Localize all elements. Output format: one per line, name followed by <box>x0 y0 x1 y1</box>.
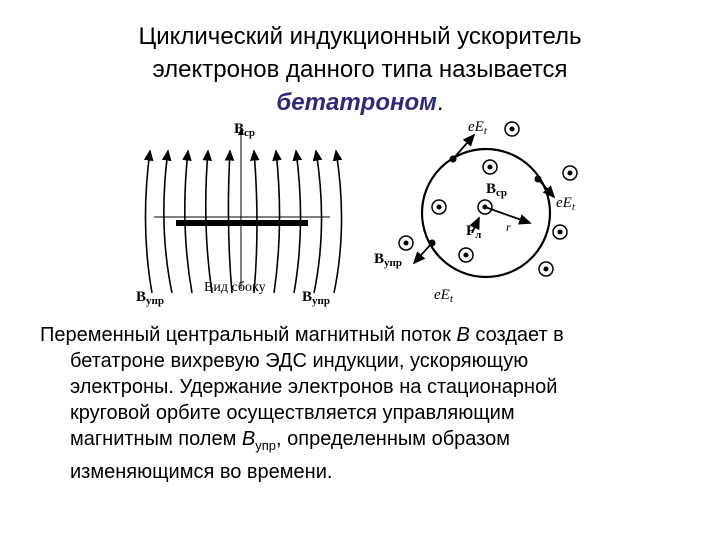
field-line <box>143 149 154 294</box>
slide-title: Циклический индукционный ускоритель элек… <box>60 20 660 119</box>
label-r: r <box>506 220 511 234</box>
field-line <box>161 149 173 294</box>
field-line <box>332 149 343 294</box>
top-view-panel: eEt eEt eEt Bср Fл r Bупр <box>374 119 578 305</box>
field-marker <box>538 261 554 277</box>
label-fl: Fл <box>466 223 481 241</box>
label-eEt-top: eEt <box>468 119 488 137</box>
field-marker <box>458 247 474 263</box>
paragraph-line-1: Переменный центральный магнитный поток B… <box>40 322 690 348</box>
field-marker <box>431 199 447 215</box>
field-marker <box>398 235 414 251</box>
field-marker <box>482 159 498 175</box>
label-side-view: Вид сбоку <box>204 280 266 295</box>
betatron-figure: Bср Вид сбоку Bупр Bупр <box>134 117 592 307</box>
arrow-lorentz <box>469 216 480 234</box>
field-marker <box>504 121 520 137</box>
text-run: создает в <box>469 324 564 346</box>
field-line <box>312 149 323 294</box>
label-eEt-bottom: eEt <box>434 287 454 305</box>
field-marker <box>562 165 578 181</box>
arrow-radius <box>484 206 532 225</box>
title-period: . <box>436 89 444 116</box>
label-bcp-top: Bср <box>234 121 255 139</box>
subscript-upr: упр <box>255 438 277 453</box>
text-run: , определенным образом <box>276 428 510 450</box>
side-view-panel: Bср Вид сбоку Bупр Bупр <box>136 121 343 307</box>
title-line-3: бетатроном. <box>60 86 660 119</box>
text-run: Переменный центральный магнитный поток <box>40 324 457 346</box>
paragraph-line-6: изменяющимся во времени. <box>70 461 333 483</box>
text-run: магнитным полем <box>70 428 242 450</box>
betatron-diagram: Bср Вид сбоку Bупр Bупр <box>136 119 578 307</box>
paragraph-line-2: бетатроне вихревую ЭДС индукции, ускоряю… <box>70 350 529 372</box>
title-term: бетатроном <box>276 89 437 116</box>
field-marker <box>552 224 568 240</box>
title-line-2: электронов данного типа называется <box>152 56 568 83</box>
orbit-plate <box>176 220 308 226</box>
label-bupr: Bупр <box>374 251 402 269</box>
label-eEt-right: eEt <box>556 195 576 213</box>
orbit-circle <box>420 147 552 279</box>
arrow-eEt-right <box>537 178 556 199</box>
label-bupr-left: Bупр <box>136 289 164 307</box>
arrow-eEt-top <box>452 133 476 160</box>
label-bcp: Bср <box>486 181 507 199</box>
symbol-B: B <box>241 428 256 450</box>
paragraph-line-4: круговой орбите осуществляется управляющ… <box>70 402 515 424</box>
symbol-B: B <box>456 324 470 346</box>
paragraph-line-5: магнитным полем Bупр, определенным образ… <box>40 426 690 459</box>
title-line-1: Циклический индукционный ускоритель <box>138 23 582 50</box>
paragraph-line-3: электроны. Удержание электронов на стаци… <box>70 376 558 398</box>
arrow-eEt-bottom <box>412 242 433 265</box>
label-bupr-right: Bупр <box>302 289 330 307</box>
description-paragraph: Переменный центральный магнитный поток B… <box>40 322 690 485</box>
